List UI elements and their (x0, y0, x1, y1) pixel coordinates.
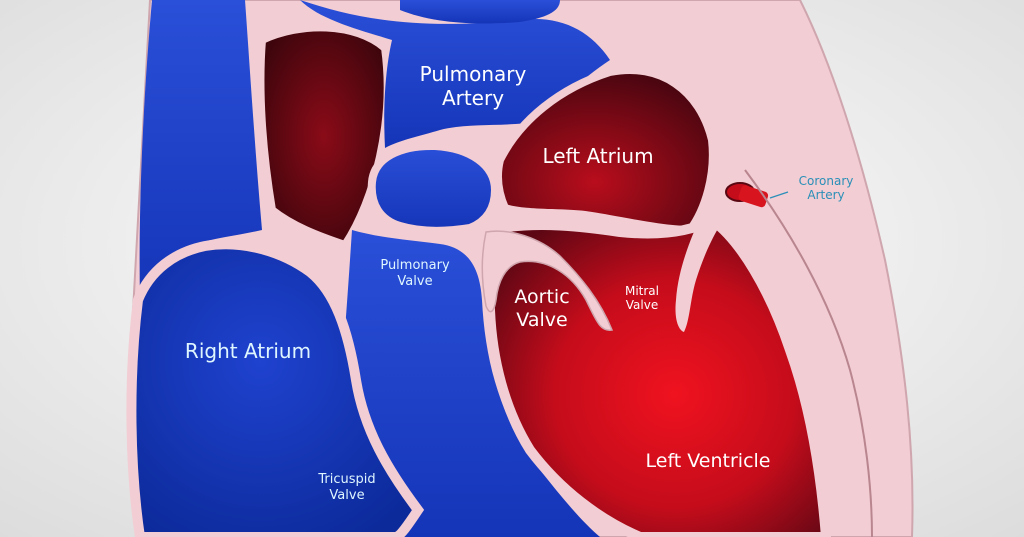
aortic-valve-leaflet (481, 230, 614, 331)
right-atrium-label: Right Atrium (184, 339, 312, 363)
coronary-artery-leader (769, 191, 789, 199)
left-atrium-label: Left Atrium (542, 144, 654, 168)
right-atrium (126, 239, 425, 537)
pulmonary-artery-label: Pulmonary Artery (419, 62, 527, 110)
pulmonary-valve-label: Pulmonary Valve (380, 258, 450, 289)
epicardium-line (744, 169, 873, 537)
aorta-arch (256, 23, 392, 250)
left-atrium (493, 66, 717, 235)
coronary-artery-label: Coronary Artery (798, 174, 854, 203)
aortic-valve-label: Aortic Valve (514, 286, 570, 331)
vena-cava (139, 0, 262, 300)
mitral-valve-leaflet (675, 218, 722, 332)
pulmonary-artery-top (400, 0, 560, 24)
mitral-valve-label: Mitral Valve (624, 284, 659, 313)
pulmonary-valve-chamber (367, 141, 500, 235)
left-ventricle (484, 214, 832, 537)
left-ventricle-label: Left Ventricle (645, 450, 771, 472)
pulmonary-artery (300, 0, 610, 148)
tricuspid-valve-label: Tricuspid Valve (318, 472, 376, 503)
